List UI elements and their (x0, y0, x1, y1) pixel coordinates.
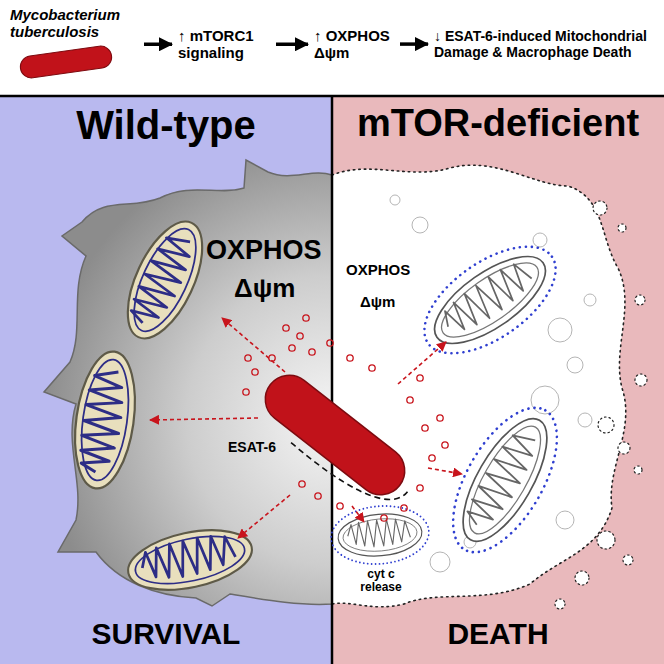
panel-heading: Wild-type (0, 103, 332, 147)
outcome-step: ↓ ESAT-6-induced Mitochondrial Damage & … (434, 28, 660, 60)
panel-outcome: SURVIVAL (0, 617, 332, 650)
panel-heading: mTOR-deficient (332, 103, 664, 145)
step-text: ↑ OXPHOS Δψm (314, 27, 394, 62)
process-step: ↑ OXPHOS Δψm (314, 27, 394, 62)
cell-label: OXPHOS (346, 262, 410, 279)
toxin-label: ESAT-6 (228, 440, 276, 455)
release-label: cyt c release (350, 568, 412, 594)
organism-label: Mycobacterium tuberculosis (10, 6, 138, 41)
flow-arrow (276, 43, 308, 47)
cell-label: Δψm (360, 294, 395, 311)
cell-label: OXPHOS (206, 236, 322, 266)
step-text: Mycobacterium tuberculosis (10, 6, 138, 41)
flow-arrow (400, 42, 428, 46)
panel-outcome: DEATH (332, 617, 664, 650)
flow-arrow (144, 43, 172, 47)
cell-label: Δψm (234, 274, 295, 303)
step-text: ↑ mTORC1 signaling (178, 27, 270, 62)
step-text: ↓ ESAT-6-induced Mitochondrial Damage & … (434, 28, 660, 60)
process-step: ↑ mTORC1 signaling (178, 27, 270, 62)
